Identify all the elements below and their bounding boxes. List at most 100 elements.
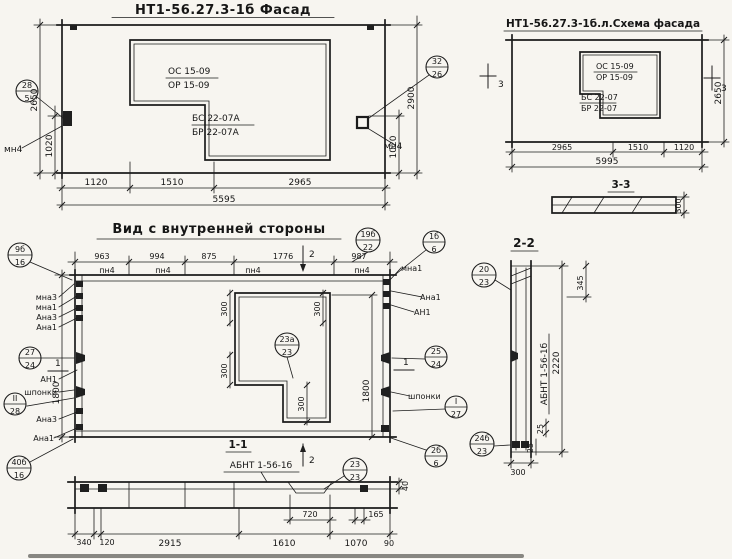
facade-title: НТ1-56.27.3-1б Фасад (135, 3, 311, 18)
inner-dim-300-b: 300 (220, 363, 229, 378)
inner-label-ana1-left: Ана1 (36, 323, 57, 332)
sec33-dim-ticks (680, 193, 688, 217)
edge-mark (76, 305, 83, 311)
sec11-balloon-num: 23 (350, 460, 360, 469)
scheme-dim-2965: 2965 (552, 143, 572, 152)
sec33-dim-300: 300 (674, 198, 683, 213)
scheme-opening-inner (582, 54, 658, 116)
inner-marker2-top-arrow (300, 264, 306, 272)
inner-dim-987: 987 (351, 252, 366, 261)
inner-dim-300-d: 300 (313, 301, 322, 316)
keyway-mark-left-2 (76, 386, 85, 398)
inner-pn4-1: пн4 (99, 266, 115, 275)
scheme-opening-outer (579, 51, 661, 119)
inner-marker2-bot: 2 (309, 456, 315, 466)
facade-scheme: НТ1-56.27.3-1б.л.Схема фасада ОС 15-09 О… (479, 18, 730, 173)
facade-balloon-left-num: 28 (22, 81, 32, 90)
balloon-dividers (3, 239, 468, 469)
scheme-underlines (503, 30, 703, 104)
facade-view: НТ1-56.27.3-1б Фасад ОС 15-09 ОР 15-09 Б… (4, 3, 449, 211)
scheme-dim-2650: 2650 (714, 81, 724, 104)
inner-label-an1-right: АН1 (414, 308, 431, 317)
inner-top-dim-ticks (71, 258, 394, 266)
sec11-dim-90: 90 (384, 539, 394, 548)
inner-opening-outer (234, 292, 331, 423)
sec11-embed-2 (98, 484, 107, 492)
inner-pn4-2: пн4 (155, 266, 171, 275)
facade-mn4-right: мн4 (384, 142, 403, 152)
facade-opening-outer (129, 39, 331, 161)
balloon-2b-num: 2б (431, 446, 441, 455)
balloon-9b-den: 16 (15, 258, 25, 267)
inner-dim-994: 994 (149, 252, 164, 261)
scheme-label-br: БР 22-07 (581, 104, 617, 113)
scheme-dim-1510: 1510 (628, 143, 648, 152)
balloon-27-num: 27 (25, 348, 35, 357)
balloon-I-num: I (455, 397, 457, 406)
scheme-dim-5995: 5995 (596, 157, 619, 167)
inner-label-mna1-left: мна1 (36, 303, 57, 312)
inner-dim-875: 875 (201, 252, 216, 261)
facade-underlines (111, 17, 335, 126)
scheme-label-or: ОР 15-09 (596, 73, 633, 82)
sec22-label: 2-2 (513, 236, 535, 250)
inner-label-shponki-left: шпонки (24, 388, 57, 397)
balloon-9b-num: 9б (15, 245, 25, 254)
inner-view: Вид с внутренней стороны 963 994 875 177… (3, 222, 468, 481)
inner-label-an1-left: АН1 (40, 375, 57, 384)
sec33-strip-detail (551, 196, 677, 214)
edge-mark (383, 291, 390, 297)
keyway-mark-left-1 (76, 352, 85, 364)
sec11-dim-720: 720 (302, 510, 317, 519)
facade-mn4-left: мн4 (4, 145, 23, 155)
keyway-mark-right-1 (381, 352, 390, 364)
scheme-dim-ticks (508, 36, 728, 171)
sec33-label: 3-3 (612, 179, 631, 191)
edge-mark (76, 281, 83, 287)
inner-leader-lines (26, 249, 446, 463)
inner-small-dim-ticks (58, 271, 376, 441)
edge-mark (383, 303, 390, 309)
inner-label-ana3-left2: Ана3 (36, 415, 57, 424)
scan-smudge (28, 554, 524, 558)
sec22-dim-345: 345 (576, 275, 585, 290)
balloon-23a-den: 23 (282, 348, 292, 357)
balloon-1b-den: 6 (431, 245, 436, 254)
inner-label-ana1-right: Ана1 (420, 293, 441, 302)
facade-top-notch-right (367, 25, 374, 30)
facade-dim-1120: 1120 (85, 178, 108, 188)
balloon-40b-num: 40б (11, 458, 26, 467)
balloon-25-den: 24 (431, 360, 441, 369)
scheme-label-os: ОС 15-09 (596, 62, 634, 71)
facade-label-bs: БС 22-07А (192, 114, 240, 124)
inner-small-dim-lines (54, 269, 378, 443)
inner-top-dim-lines (67, 251, 398, 276)
sec11-dim-2915: 2915 (159, 539, 182, 549)
section-3-3: 3-3 300 (551, 179, 690, 219)
embedded-plate-right (355, 115, 370, 130)
sec11-dim-ticks (71, 478, 403, 538)
sec11-label-lines (223, 451, 300, 483)
balloon-19b-den: 22 (363, 243, 373, 252)
inner-label-shponki-right: шпонки (408, 392, 441, 401)
inner-label-ana3-left: Ана3 (36, 313, 57, 322)
edge-mark (76, 424, 83, 430)
scheme-marker-left: 3 (498, 80, 504, 90)
sec22-dim-2220: 2220 (552, 351, 562, 374)
balloon-I-den: 27 (451, 410, 461, 419)
inner-dim-300-a: 300 (220, 301, 229, 316)
inner-marker1-left: 1 (55, 359, 61, 369)
facade-dim-2650: 2650 (30, 88, 40, 111)
sec11-part-label: АБНТ 1-56-1б (230, 461, 293, 471)
sec11-dim-1610: 1610 (273, 539, 296, 549)
inner-dim-1800-right: 1800 (362, 379, 372, 402)
sec22-embed-1 (512, 441, 520, 448)
balloon-27-den: 24 (25, 361, 35, 370)
facade-label-os: ОС 15-09 (168, 67, 211, 77)
keyway-mark-right-2 (381, 386, 390, 398)
edge-mark (76, 315, 83, 321)
inner-title: Вид с внутренней стороны (112, 222, 325, 237)
edge-mark (381, 425, 389, 432)
